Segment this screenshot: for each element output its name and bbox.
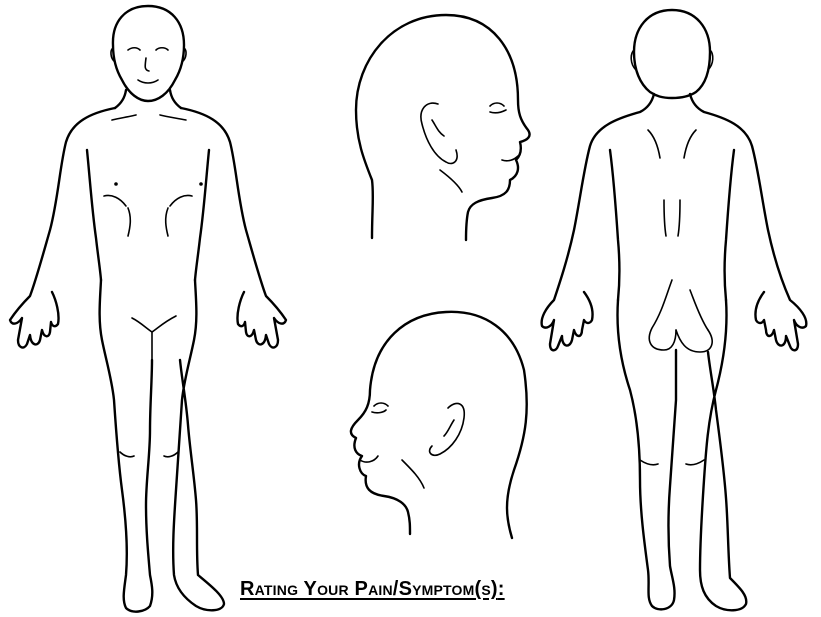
rating-heading: Rating Your Pain/Symptom(s):	[240, 578, 505, 601]
rating-heading-text: Rating Your Pain/Symptom(s)	[240, 578, 498, 600]
back-body-outline	[542, 10, 807, 610]
head-profile-right	[356, 15, 530, 240]
rating-heading-colon: :	[498, 578, 505, 600]
head-profile-left	[351, 312, 527, 538]
front-body-outline	[10, 6, 286, 612]
